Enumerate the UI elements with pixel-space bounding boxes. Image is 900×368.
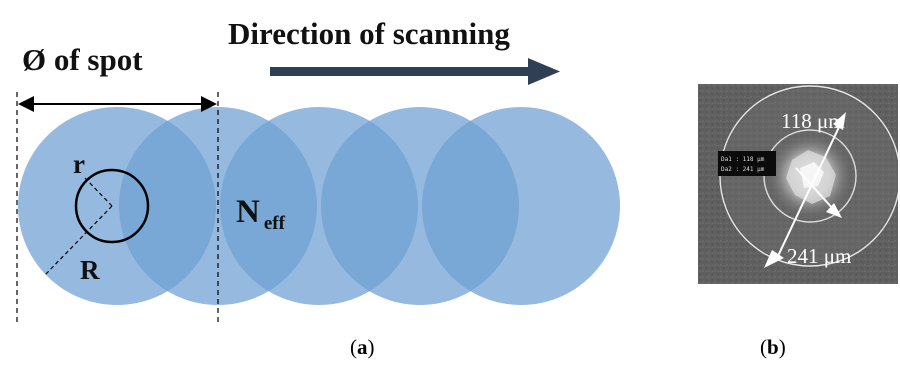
scan-direction-label: Direction of scanning <box>228 16 510 51</box>
spot-micrograph: Da1 : 118 μm Da2 : 241 μm 118 μm 241 μm <box>698 84 898 284</box>
laser-spot-5 <box>422 107 620 305</box>
outer-diameter-label: 241 μm <box>787 244 851 268</box>
outer-diameter-arrowhead-top <box>833 112 846 130</box>
scan-direction-arrow <box>270 58 560 85</box>
measurement-inset <box>718 151 776 176</box>
spot-diameter-label: Ø of spot <box>22 42 143 77</box>
measurement-inset-line-1: Da1 : 118 μm <box>721 156 765 163</box>
outer-diameter-measure-line <box>777 124 841 257</box>
outer-diameter-arrowhead-bottom <box>764 250 784 268</box>
outer-radius-label: R <box>80 255 100 285</box>
panel-b-letter: b <box>767 335 779 359</box>
overlap-count-subscript: eff <box>264 213 286 234</box>
laser-spots <box>18 107 620 305</box>
outer-radius-line <box>43 205 113 277</box>
inner-radius-circle <box>74 168 150 244</box>
inner-diameter-measure-line <box>795 167 835 211</box>
panel-b-label: (b) <box>760 335 786 359</box>
inner-diameter-label: 118 μm <box>781 109 845 133</box>
panel-a-label: (a) <box>350 335 375 359</box>
overlap-count-main: N <box>236 194 260 230</box>
measurement-inset-line-2: Da2 : 241 μm <box>721 166 765 173</box>
inner-diameter-arrowhead <box>826 203 842 218</box>
panel-a-letter: a <box>357 335 368 359</box>
spot-diameter-arrow <box>18 96 217 112</box>
overlap-count-label: N eff <box>236 194 286 234</box>
inner-radius-label: r <box>73 149 85 179</box>
